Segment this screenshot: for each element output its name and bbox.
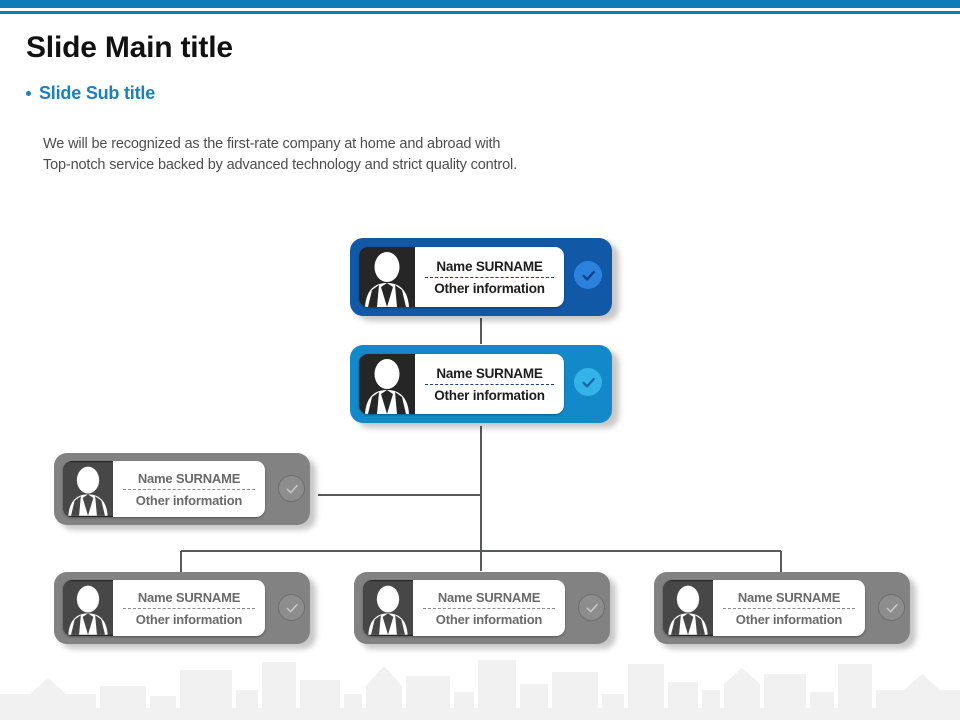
top-accent-bar-thin (0, 11, 960, 14)
org-node-info: Other information (735, 611, 843, 627)
org-node-name: Name SURNAME (436, 258, 543, 274)
check-circle-icon[interactable] (278, 475, 305, 502)
org-node-card: Name SURNAME Other information (359, 354, 564, 414)
org-node-info: Other information (434, 280, 545, 296)
org-node-name: Name SURNAME (436, 365, 543, 381)
check-glyph (586, 603, 598, 612)
org-node-card: Name SURNAME Other information (359, 247, 564, 307)
separator (723, 607, 855, 609)
slide-subtitle: Slide Sub title (39, 83, 156, 103)
org-node-assistant[interactable]: Name SURNAME Other information (54, 453, 310, 525)
org-node-member-left[interactable]: Name SURNAME Other information (54, 572, 310, 644)
org-node-text: Name SURNAME Other information (113, 590, 265, 627)
org-node-name: Name SURNAME (737, 589, 841, 605)
check-glyph (286, 484, 298, 493)
separator (425, 383, 554, 385)
org-node-text: Name SURNAME Other information (413, 590, 565, 627)
bullet-icon (26, 91, 31, 96)
check-glyph (886, 603, 898, 612)
org-node-member-right[interactable]: Name SURNAME Other information (654, 572, 910, 644)
person-avatar-icon (359, 354, 415, 414)
org-node-card: Name SURNAME Other information (63, 461, 265, 517)
check-circle-icon[interactable] (574, 261, 602, 289)
separator (123, 607, 255, 609)
org-node-name: Name SURNAME (137, 589, 241, 605)
check-circle-icon[interactable] (878, 594, 905, 621)
check-glyph (581, 377, 595, 388)
subtitle-row: Slide Sub title (26, 83, 155, 104)
org-node-card: Name SURNAME Other information (663, 580, 865, 636)
slide-body-text: We will be recognized as the first-rate … (43, 136, 517, 173)
org-node-info: Other information (135, 611, 243, 627)
org-node-card: Name SURNAME Other information (363, 580, 565, 636)
org-node-text: Name SURNAME Other information (415, 259, 564, 296)
org-node-info: Other information (434, 387, 545, 403)
org-node-info: Other information (135, 492, 243, 508)
org-node-member-center[interactable]: Name SURNAME Other information (354, 572, 610, 644)
person-avatar-icon (359, 247, 415, 307)
page-title: Slide Main title (26, 31, 233, 64)
org-node-text: Name SURNAME Other information (113, 471, 265, 508)
person-avatar-icon (363, 580, 413, 636)
org-node-info: Other information (435, 611, 543, 627)
org-node-text: Name SURNAME Other information (415, 366, 564, 403)
check-circle-icon[interactable] (574, 368, 602, 396)
org-node-card: Name SURNAME Other information (63, 580, 265, 636)
org-node-name: Name SURNAME (137, 470, 241, 486)
check-circle-icon[interactable] (278, 594, 305, 621)
separator (123, 488, 255, 490)
org-node-name: Name SURNAME (437, 589, 541, 605)
check-glyph (286, 603, 298, 612)
separator (423, 607, 555, 609)
top-accent-bar-thick (0, 0, 960, 8)
check-glyph (581, 270, 595, 281)
person-avatar-icon (63, 580, 113, 636)
org-node-ceo[interactable]: Name SURNAME Other information (350, 238, 612, 316)
org-node-director[interactable]: Name SURNAME Other information (350, 345, 612, 423)
separator (425, 276, 554, 278)
person-avatar-icon (63, 461, 113, 517)
org-node-text: Name SURNAME Other information (713, 590, 865, 627)
check-circle-icon[interactable] (578, 594, 605, 621)
person-avatar-icon (663, 580, 713, 636)
